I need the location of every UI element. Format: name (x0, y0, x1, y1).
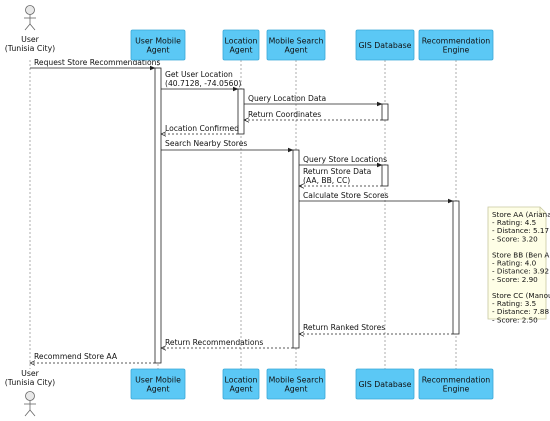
message-label: Recommend Store AA (34, 352, 118, 361)
activation-bar-gis (381, 164, 389, 187)
participant-box (266, 368, 326, 400)
message-label: Query Store Locations (303, 155, 387, 164)
note-line: - Score: 3.20 (492, 234, 538, 243)
note-line: Store BB (Ben Arous): (492, 251, 550, 260)
message-label: Query Location Data (248, 94, 326, 103)
actor-label: User (21, 369, 40, 378)
message-label: Return Coordinates (248, 110, 321, 119)
note-line: - Distance: 5.17 km (492, 226, 550, 235)
participants: User(Tunisia City)User(Tunisia City)User… (5, 5, 494, 417)
note-line: - Rating: 4.5 (492, 218, 536, 227)
participant-label: Agent (229, 384, 252, 393)
activation-bar-rec (452, 200, 460, 335)
participant-box (130, 368, 186, 400)
participant-box (266, 29, 326, 61)
message-label: Return Store Data (303, 167, 371, 176)
actor-label: (Tunisia City) (5, 378, 55, 387)
participant-label: GIS Database (359, 380, 412, 389)
participant-box (222, 368, 260, 400)
participant-gis-bottom: GIS Database (355, 368, 415, 400)
note-line: - Score: 2.90 (492, 275, 538, 284)
actor-head (25, 391, 35, 401)
note-line: - Rating: 3.5 (492, 299, 536, 308)
message-label: Calculate Store Scores (303, 191, 389, 200)
activation-bar-uma (154, 67, 162, 364)
participant-label: Location (225, 375, 258, 384)
message-label: Return Ranked Stores (303, 323, 385, 332)
note-box (487, 206, 547, 320)
participant-label: Recommendation (422, 36, 491, 45)
actor-head (25, 5, 35, 15)
participant-label: GIS Database (359, 41, 412, 50)
participant-label: Agent (146, 45, 169, 54)
message-label: (AA, BB, CC) (303, 176, 350, 185)
message-label: Search Nearby Stores (165, 139, 247, 148)
participant-label: Engine (443, 384, 470, 393)
participant-label: Location (225, 36, 258, 45)
participant-box (355, 368, 415, 400)
note-line: - Rating: 4.0 (492, 259, 537, 268)
participant-label: Agent (146, 384, 169, 393)
participant-label: Agent (229, 45, 252, 54)
note-line: - Distance: 3.92 km (492, 267, 550, 276)
participant-box (418, 29, 494, 61)
participant-box (418, 368, 494, 400)
message-label: Request Store Recommendations (34, 58, 160, 67)
actor-user-bottom: User(Tunisia City) (5, 369, 55, 417)
actor-legs (24, 409, 36, 417)
actor-label: (Tunisia City) (5, 44, 55, 53)
message-label: (40.7128, -74.0560) (165, 79, 241, 88)
participant-label: User Mobile (135, 375, 181, 384)
actor-label: User (21, 35, 40, 44)
participant-label: Mobile Search (269, 36, 324, 45)
participant-box (355, 29, 415, 61)
note-fold (539, 207, 546, 214)
actor-legs (24, 23, 36, 31)
actor-user-top: User(Tunisia City) (5, 5, 55, 53)
participant-label: Recommendation (422, 375, 491, 384)
note-line: - Distance: 7.88 km (492, 307, 550, 316)
activation-bar-msa (292, 149, 300, 349)
score-note: Store AA (Ariana):- Rating: 4.5- Distanc… (487, 206, 550, 324)
message-label: Get User Location (165, 70, 233, 79)
activation-bar-gis (381, 103, 389, 121)
activation-bar-loc (237, 88, 245, 135)
note-line: Store AA (Ariana): (492, 210, 550, 219)
message-label: Location Confirmed (165, 124, 239, 133)
note-line: Store CC (Manouba): (492, 291, 550, 300)
participant-label: Agent (284, 45, 307, 54)
note-line: - Score: 2.50 (492, 315, 538, 324)
participant-box (130, 29, 186, 61)
participant-box (222, 29, 260, 61)
participant-label: Engine (443, 45, 470, 54)
participant-label: Agent (284, 384, 307, 393)
participant-label: Mobile Search (269, 375, 324, 384)
participant-label: User Mobile (135, 36, 181, 45)
activation-bars (154, 67, 460, 364)
participant-gis-top: GIS Database (355, 29, 415, 61)
message-label: Return Recommendations (165, 338, 263, 347)
